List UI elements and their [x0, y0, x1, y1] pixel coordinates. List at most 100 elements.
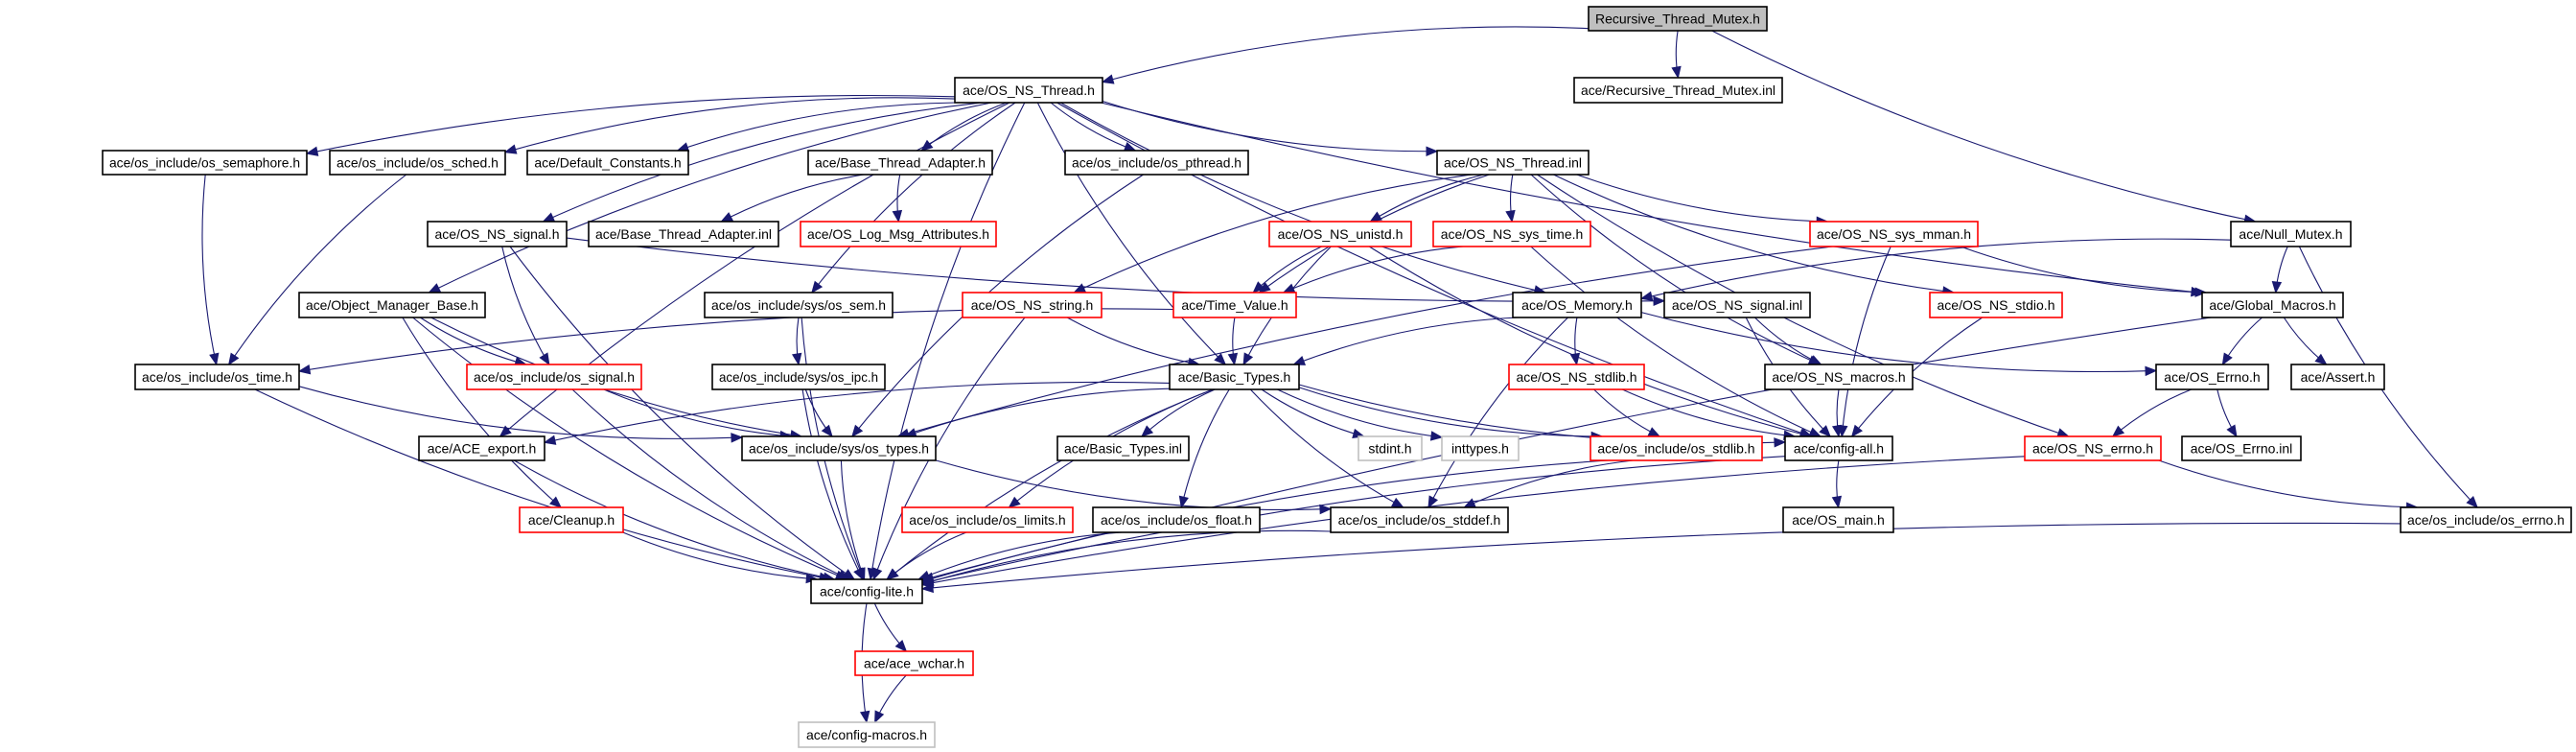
- node-ace-os-include-os-limits-h[interactable]: ace/os_include/os_limits.h: [901, 506, 1074, 533]
- node-ace-os-include-os-signal-h[interactable]: ace/os_include/os_signal.h: [466, 364, 642, 390]
- edge-osnsthread-to-defconst: [676, 102, 957, 153]
- edge-globalmacros-to-assert: [2283, 317, 2328, 365]
- arrowhead-icon: [1141, 425, 1154, 437]
- node-ace-os-ns-thread-inl[interactable]: ace/OS_NS_Thread.inl: [1436, 150, 1590, 176]
- node-ace-config-all-h[interactable]: ace/config-all.h: [1784, 435, 1893, 461]
- node-recursive-thread-mutex-h: Recursive_Thread_Mutex.h: [1588, 6, 1768, 32]
- node-box: [1588, 6, 1768, 32]
- edge-ossem-to-osipc: [791, 317, 802, 366]
- node-ace-os-include-sys-os-types-h[interactable]: ace/os_include/sys/os_types.h: [741, 435, 937, 461]
- edge-line: [1960, 246, 2207, 294]
- node-ace-os-errno-inl[interactable]: ace/OS_Errno.inl: [2181, 435, 2302, 461]
- arrowhead-icon: [1073, 283, 1087, 294]
- node-ace-cleanup-h[interactable]: ace/Cleanup.h: [519, 506, 624, 533]
- edge-ostypes-to-configlite: [840, 459, 866, 581]
- node-ace-os-ns-stdlib-h[interactable]: ace/OS_NS_stdlib.h: [1508, 364, 1645, 390]
- node-ace-os-include-os-stddef-h[interactable]: ace/os_include/os_stddef.h: [1330, 506, 1509, 533]
- node-stdint-h[interactable]: stdint.h: [1358, 435, 1423, 461]
- node-ace-os-ns-signal-h[interactable]: ace/OS_NS_signal.h: [427, 221, 568, 247]
- node-ace-os-ns-errno-h[interactable]: ace/OS_NS_errno.h: [2024, 435, 2162, 461]
- node-ace-os-include-os-errno-h[interactable]: ace/os_include/os_errno.h: [2400, 506, 2572, 533]
- edge-acewchar-to-configmacros: [874, 674, 907, 724]
- node-box: [1268, 221, 1412, 247]
- node-inttypes-h[interactable]: inttypes.h: [1441, 435, 1520, 461]
- edge-line: [921, 459, 1609, 582]
- node-label: ace/Base_Thread_Adapter.h: [815, 155, 986, 171]
- node-ace-basic-types-inl[interactable]: ace/Basic_Types.inl: [1056, 435, 1190, 461]
- node-ace-base-thread-adapter-inl[interactable]: ace/Base_Thread_Adapter.inl: [588, 221, 779, 247]
- node-ace-os-ns-unistd-h[interactable]: ace/OS_NS_unistd.h: [1268, 221, 1412, 247]
- edge-cleanup-to-configlite: [622, 531, 819, 584]
- edge-ostime-to-configlite: [254, 388, 832, 582]
- node-ace-null-mutex-h[interactable]: ace/Null_Mutex.h: [2230, 221, 2352, 247]
- edge-line: [905, 388, 1171, 437]
- node-box: [800, 221, 997, 247]
- node-ace-default-constants-h[interactable]: ace/Default_Constants.h: [526, 150, 689, 176]
- node-ace-os-log-msg-attributes-h[interactable]: ace/OS_Log_Msg_Attributes.h: [800, 221, 997, 247]
- edge-line: [921, 529, 1332, 585]
- node-ace-config-macros-h[interactable]: ace/config-macros.h: [798, 721, 936, 748]
- arrowhead-icon: [859, 710, 870, 724]
- arrowhead-icon: [1008, 496, 1021, 508]
- arrowhead-icon: [1671, 65, 1682, 80]
- node-box: [1441, 435, 1520, 461]
- node-ace-os-include-os-time-h[interactable]: ace/os_include/os_time.h: [134, 364, 300, 390]
- node-ace-os-include-sys-os-sem-h[interactable]: ace/os_include/sys/os_sem.h: [704, 292, 893, 318]
- edge-line: [504, 97, 956, 153]
- node-ace-time-value-h[interactable]: ace/Time_Value.h: [1172, 292, 1297, 318]
- edge-line: [509, 246, 855, 580]
- edge-line: [887, 388, 1214, 580]
- node-label: ace/ace_wchar.h: [864, 656, 964, 671]
- node-ace-os-ns-macros-h[interactable]: ace/OS_NS_macros.h: [1764, 364, 1914, 390]
- edge-sysmman-to-ostypes: [896, 246, 1833, 438]
- node-box: [1512, 292, 1642, 318]
- node-ace-os-ns-sys-time-h[interactable]: ace/OS_NS_sys_time.h: [1432, 221, 1591, 247]
- node-ace-config-lite-h[interactable]: ace/config-lite.h: [810, 578, 923, 604]
- edge-line: [1141, 388, 1216, 437]
- node-ace-base-thread-adapter-h[interactable]: ace/Base_Thread_Adapter.h: [807, 150, 993, 176]
- edge-line: [2112, 388, 2193, 437]
- node-box: [1508, 364, 1645, 390]
- node-ace-os-ns-stdio-h[interactable]: ace/OS_NS_stdio.h: [1929, 292, 2063, 318]
- edge-unistd-to-configall: [1368, 246, 1813, 439]
- edge-root-to-rtminl: [1671, 30, 1682, 80]
- edge-line: [917, 531, 1123, 580]
- edge-line: [870, 102, 1026, 580]
- node-ace-os-include-os-semaphore-h[interactable]: ace/os_include/os_semaphore.h: [102, 150, 308, 176]
- node-ace-basic-types-h[interactable]: ace/Basic_Types.h: [1169, 364, 1300, 390]
- node-ace-global-macros-h[interactable]: ace/Global_Macros.h: [2201, 292, 2344, 318]
- node-ace-os-ns-sys-mman-h[interactable]: ace/OS_NS_sys_mman.h: [1809, 221, 1979, 247]
- node-box: [1809, 221, 1979, 247]
- edge-ostime-to-ostypes: [298, 386, 744, 443]
- edge-osnsthread-to-sched: [503, 97, 956, 154]
- node-box: [901, 506, 1074, 533]
- node-ace-os-include-os-sched-h[interactable]: ace/os_include/os_sched.h: [329, 150, 506, 176]
- arrowhead-icon: [1808, 427, 1822, 437]
- edge-bta-to-logmsg: [892, 174, 903, 223]
- arrowhead-icon: [305, 146, 319, 156]
- node-ace-object-manager-base-h[interactable]: ace/Object_Manager_Base.h: [298, 292, 486, 318]
- edge-line: [1283, 246, 1464, 294]
- node-ace-os-ns-string-h[interactable]: ace/OS_NS_string.h: [962, 292, 1102, 318]
- node-ace-os-include-os-stdlib-h[interactable]: ace/os_include/os_stdlib.h: [1590, 435, 1763, 461]
- arrowhead-icon: [297, 364, 312, 375]
- node-ace-os-errno-h[interactable]: ace/OS_Errno.h: [2155, 364, 2269, 390]
- node-ace-recursive-thread-mutex-inl[interactable]: ace/Recursive_Thread_Mutex.inl: [1573, 77, 1783, 104]
- node-ace-ace-export-h[interactable]: ace/ACE_export.h: [418, 435, 545, 461]
- node-ace-os-ns-thread-h[interactable]: ace/OS_NS_Thread.h: [954, 77, 1103, 104]
- arrowhead-icon: [811, 280, 824, 294]
- node-ace-os-include-os-float-h[interactable]: ace/os_include/os_float.h: [1092, 506, 1261, 533]
- node-ace-os-memory-h[interactable]: ace/OS_Memory.h: [1512, 292, 1642, 318]
- node-ace-os-include-sys-os-ipc-h[interactable]: ace/os_include/sys/os_ipc.h: [711, 364, 886, 390]
- node-ace-ace-wchar-h[interactable]: ace/ace_wchar.h: [854, 650, 974, 676]
- node-ace-os-ns-signal-inl[interactable]: ace/OS_NS_signal.inl: [1663, 292, 1811, 318]
- node-ace-assert-h[interactable]: ace/Assert.h: [2290, 364, 2385, 390]
- arrowhead-icon: [2271, 281, 2283, 294]
- node-ace-os-include-os-pthread-h[interactable]: ace/os_include/os_pthread.h: [1064, 150, 1249, 176]
- node-ace-os-main-h[interactable]: ace/OS_main.h: [1782, 506, 1894, 533]
- arrowhead-icon: [791, 352, 802, 366]
- arrowhead-icon: [1242, 352, 1254, 366]
- node-label: Recursive_Thread_Mutex.h: [1595, 12, 1760, 27]
- node-box: [1590, 435, 1763, 461]
- edge-line: [228, 174, 407, 365]
